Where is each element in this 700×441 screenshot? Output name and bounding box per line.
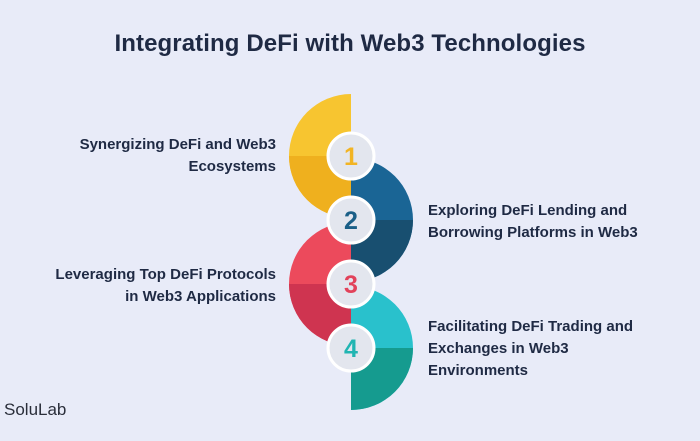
label-line: Leveraging Top DeFi Protocols [55, 266, 276, 283]
step-2-number: 2 [344, 207, 358, 235]
step-4-number: 4 [344, 335, 358, 363]
step-4-badge: 4 [326, 323, 376, 373]
step-1-number: 1 [344, 143, 358, 171]
page-title: Integrating DeFi with Web3 Technologies [114, 30, 586, 57]
step-3-label: Leveraging Top DeFi Protocols in Web3 App… [55, 264, 276, 308]
label-line: Exploring DeFi Lending and [428, 202, 628, 219]
step-2-badge: 2 [326, 195, 376, 245]
label-line: Synergizing DeFi and Web3 [79, 136, 276, 153]
step-1-badge: 1 [326, 131, 376, 181]
step-3-number: 3 [344, 271, 358, 299]
label-line: Environments [428, 362, 529, 379]
label-line: in Web3 Applications [125, 288, 276, 305]
label-line: Ecosystems [188, 158, 276, 175]
step-3-badge: 3 [326, 259, 376, 309]
label-line: Facilitating DeFi Trading and [428, 318, 634, 335]
label-line: Borrowing Platforms in Web3 [428, 224, 638, 241]
label-line: Exchanges in Web3 [428, 340, 569, 357]
brand-logo: SoluLab [4, 400, 67, 419]
